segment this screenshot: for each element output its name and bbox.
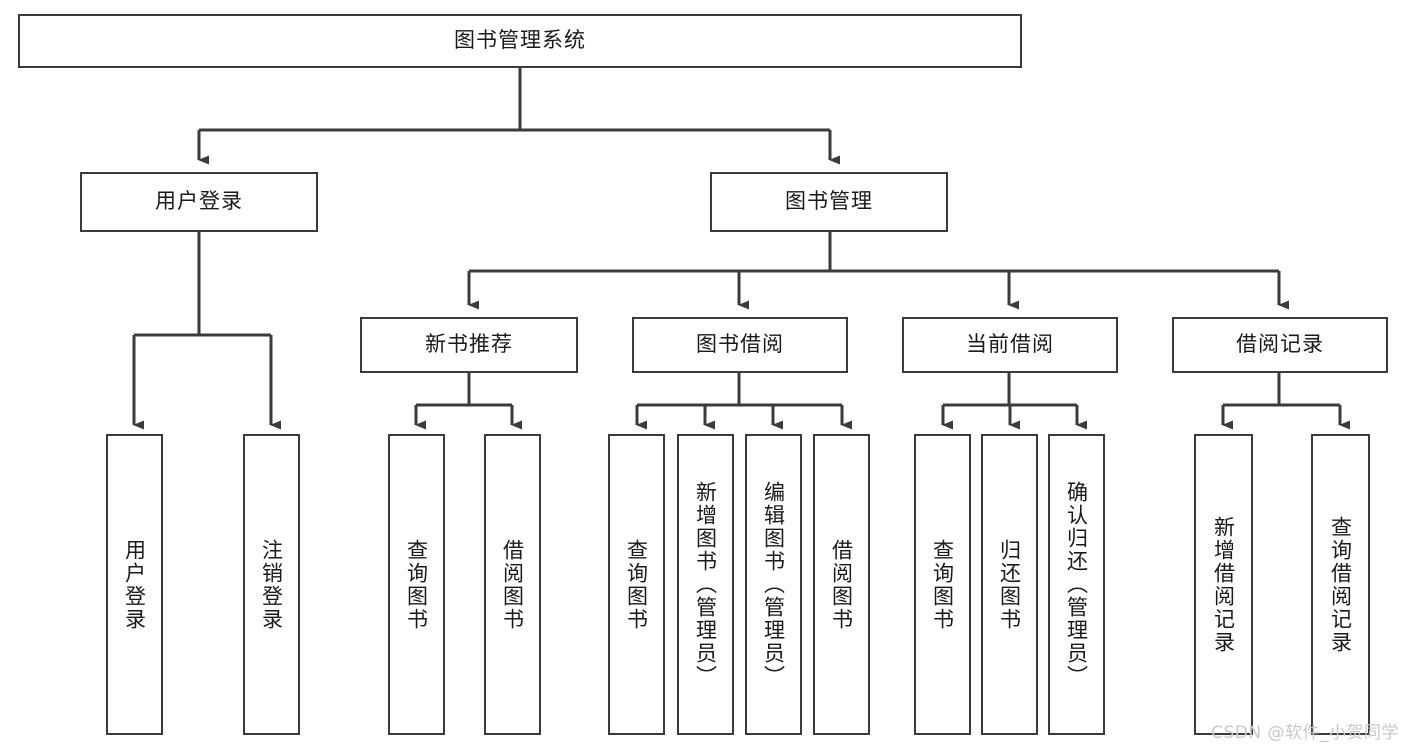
node-leaf-user-login[interactable]: 用户登录 <box>106 434 163 735</box>
node-label: 当前借阅 <box>966 332 1054 357</box>
node-label: 确认归还（管理员） <box>1064 481 1089 688</box>
node-label: 归还图书 <box>997 538 1022 631</box>
node-label: 图书管理 <box>785 189 873 214</box>
node-label: 查询图书 <box>930 538 955 631</box>
node-leaf-return-book[interactable]: 归还图书 <box>981 434 1038 735</box>
node-leaf-edit-book[interactable]: 编辑图书（管理员） <box>745 434 802 735</box>
watermark-text: CSDN @软件_小贺同学 <box>1211 723 1399 743</box>
node-leaf-logout-login[interactable]: 注销登录 <box>243 434 300 735</box>
node-new-book-recommend[interactable]: 新书推荐 <box>360 317 578 373</box>
node-leaf-borrow-book-2[interactable]: 借阅图书 <box>813 434 870 735</box>
node-current-borrow[interactable]: 当前借阅 <box>902 317 1118 373</box>
node-leaf-query-book-3[interactable]: 查询图书 <box>914 434 971 735</box>
node-root-system[interactable]: 图书管理系统 <box>18 14 1022 68</box>
node-label: 用户登录 <box>155 189 243 214</box>
node-leaf-query-record[interactable]: 查询借阅记录 <box>1311 434 1370 735</box>
node-label: 新增借阅记录 <box>1211 515 1236 654</box>
node-label: 注销登录 <box>259 538 284 631</box>
node-label: 借阅记录 <box>1236 332 1324 357</box>
node-book-management[interactable]: 图书管理 <box>710 172 948 232</box>
node-label: 编辑图书（管理员） <box>761 481 786 688</box>
node-leaf-confirm-return[interactable]: 确认归还（管理员） <box>1048 434 1105 735</box>
node-label: 查询借阅记录 <box>1328 515 1353 654</box>
node-user-login[interactable]: 用户登录 <box>80 172 318 232</box>
node-label: 新书推荐 <box>425 332 513 357</box>
node-label: 图书管理系统 <box>454 28 586 53</box>
node-label: 借阅图书 <box>829 538 854 631</box>
node-label: 查询图书 <box>404 538 429 631</box>
node-leaf-add-book[interactable]: 新增图书（管理员） <box>677 434 734 735</box>
node-borrow-record[interactable]: 借阅记录 <box>1172 317 1388 373</box>
node-leaf-query-book-2[interactable]: 查询图书 <box>608 434 665 735</box>
node-leaf-borrow-book-1[interactable]: 借阅图书 <box>484 434 541 735</box>
node-book-borrow[interactable]: 图书借阅 <box>632 317 848 373</box>
node-label: 借阅图书 <box>500 538 525 631</box>
node-label: 用户登录 <box>122 538 147 631</box>
node-leaf-add-record[interactable]: 新增借阅记录 <box>1194 434 1253 735</box>
node-leaf-query-book-1[interactable]: 查询图书 <box>388 434 445 735</box>
node-label: 图书借阅 <box>696 332 784 357</box>
node-label: 查询图书 <box>624 538 649 631</box>
node-label: 新增图书（管理员） <box>693 481 718 688</box>
